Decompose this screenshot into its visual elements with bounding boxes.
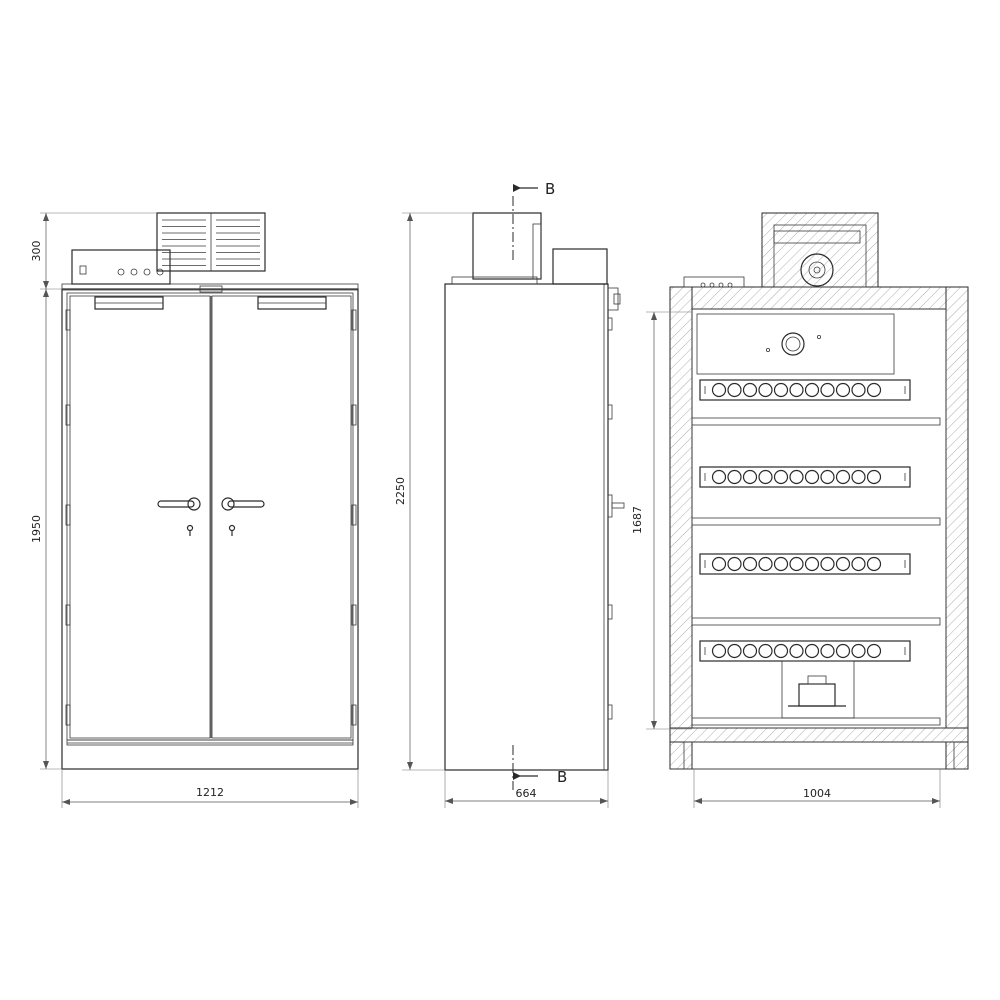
section-top-wall	[669, 286, 969, 310]
socket-icon	[742, 382, 758, 398]
section-plinth	[683, 741, 955, 770]
socket-icon	[804, 382, 820, 398]
socket-icon	[789, 643, 804, 659]
dim-front-top-height: 300	[30, 241, 43, 262]
section-line-b	[512, 184, 538, 790]
front-cabinet-body	[61, 288, 359, 770]
socket-icon	[742, 643, 758, 659]
fan-icon	[800, 253, 834, 287]
socket-icon	[711, 382, 727, 398]
front-top-strip	[61, 283, 359, 291]
section-vent-housing	[761, 212, 879, 288]
socket-icon	[866, 643, 882, 659]
socket-icon	[851, 556, 866, 572]
front-plinth-strip	[66, 739, 354, 746]
right-lock-icon	[228, 524, 236, 536]
dim-front-body-height: 1950	[30, 515, 43, 543]
left-door	[69, 295, 211, 739]
left-lock-icon	[186, 524, 194, 536]
socket-icon	[804, 643, 820, 659]
socket-icon	[851, 643, 866, 659]
section-bottom-wall	[669, 727, 969, 743]
socket-icon	[866, 556, 882, 572]
section-label-bottom: B	[557, 768, 567, 786]
socket-icon	[711, 469, 727, 485]
socket-rail	[699, 466, 911, 488]
socket-icon	[820, 469, 835, 485]
socket-icon	[851, 469, 866, 485]
socket-rails	[699, 379, 911, 662]
socket-icon	[835, 556, 851, 572]
socket-icon	[758, 382, 773, 398]
socket-icon	[820, 556, 835, 572]
socket-icon	[820, 643, 835, 659]
socket-icon	[711, 556, 727, 572]
socket-icon	[758, 469, 773, 485]
socket-icon	[727, 469, 742, 485]
socket-rail	[699, 553, 911, 575]
socket-icon	[727, 643, 742, 659]
socket-icon	[789, 469, 804, 485]
dim-front-width: 1212	[196, 786, 224, 799]
socket-icon	[727, 382, 742, 398]
side-control-box	[552, 248, 608, 285]
dim-section-width: 1004	[803, 787, 831, 800]
bottom-device	[781, 660, 855, 719]
socket-icon	[742, 556, 758, 572]
socket-icon	[773, 382, 789, 398]
dim-side-depth: 664	[516, 787, 537, 800]
dim-section-inner-height: 1687	[631, 506, 644, 534]
socket-icon	[804, 556, 820, 572]
socket-icon	[789, 382, 804, 398]
section-left-wall	[669, 286, 693, 770]
side-vent-unit	[472, 212, 542, 280]
socket-icon	[758, 556, 773, 572]
socket-icon	[835, 643, 851, 659]
socket-icon	[820, 382, 835, 398]
section-top-terminals	[700, 282, 733, 288]
socket-icon	[758, 643, 773, 659]
socket-rail	[699, 379, 911, 401]
socket-icon	[866, 469, 882, 485]
right-door	[211, 295, 352, 739]
socket-icon	[804, 469, 820, 485]
socket-icon	[727, 556, 742, 572]
socket-icon	[773, 556, 789, 572]
dimension-lines	[40, 212, 941, 808]
socket-rail	[699, 640, 911, 662]
control-box	[71, 249, 171, 285]
socket-icon	[789, 556, 804, 572]
dim-side-total-height: 2250	[394, 477, 407, 505]
socket-icon	[773, 469, 789, 485]
socket-icon	[835, 469, 851, 485]
section-label-top: B	[545, 180, 555, 198]
section-right-wall	[945, 286, 969, 770]
vent-unit	[156, 212, 266, 272]
side-hardware	[607, 287, 625, 720]
socket-icon	[773, 643, 789, 659]
section-shelves	[691, 417, 941, 726]
side-view	[444, 184, 625, 790]
socket-icon	[835, 382, 851, 398]
socket-icon	[711, 643, 727, 659]
right-door-handle	[221, 497, 265, 511]
side-cabinet-body	[444, 283, 609, 771]
front-view	[61, 212, 359, 770]
socket-icon	[851, 382, 866, 398]
section-view	[669, 212, 969, 770]
left-door-handle	[157, 497, 201, 511]
socket-icon	[742, 469, 758, 485]
socket-icon	[866, 382, 882, 398]
inner-control-plate	[696, 313, 895, 375]
front-hinges	[65, 309, 357, 726]
